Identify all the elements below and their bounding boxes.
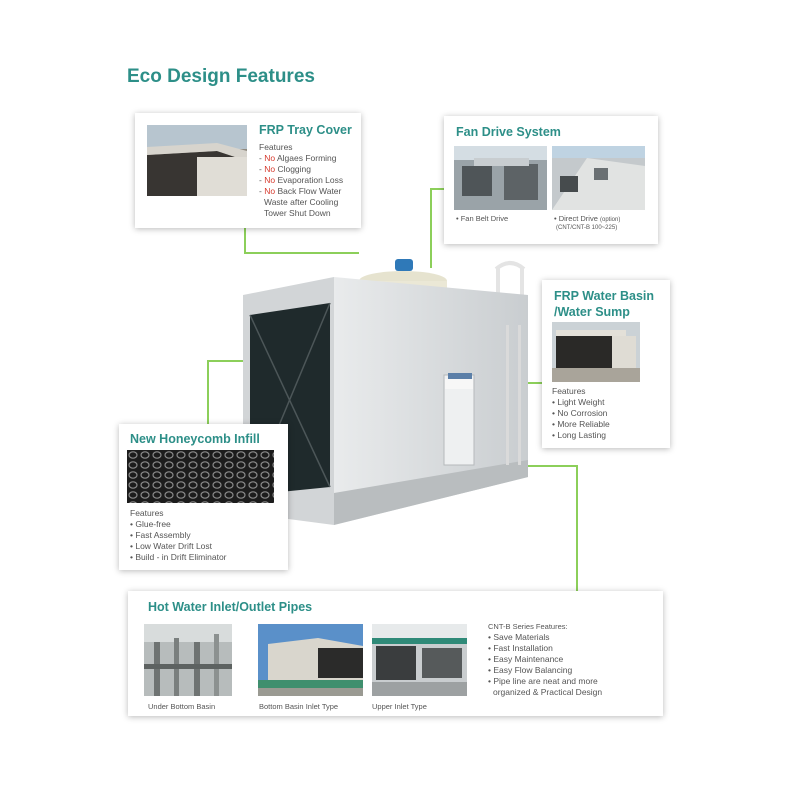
leader-line (576, 465, 578, 591)
list-item: • Easy Maintenance (488, 654, 564, 664)
leader-line (510, 465, 578, 467)
honeycomb-infill-photo (127, 450, 274, 503)
page-title: Eco Design Features (127, 66, 315, 87)
features-label: Features (552, 386, 586, 396)
frp-tray-cover-card: FRP Tray Cover Features - No Algaes Form… (135, 113, 361, 228)
list-item: • No Corrosion (552, 408, 608, 418)
direct-drive-caption: • Direct Drive (option) (554, 214, 621, 223)
honeycomb-infill-card: New Honeycomb Infill Features • Glue-fre… (119, 424, 288, 570)
list-item: • More Reliable (552, 419, 610, 429)
fan-belt-drive-photo (454, 146, 547, 210)
honeycomb-title: New Honeycomb Infill (130, 432, 260, 446)
list-item: • Fast Assembly (130, 530, 191, 540)
bottom-basin-inlet-caption: Bottom Basin Inlet Type (259, 702, 339, 711)
list-item: • Low Water Drift Lost (130, 541, 213, 551)
cnt-b-features-list: CNT-B Series Features: • Save Materials … (488, 621, 602, 698)
leader-line (244, 228, 246, 254)
fan-drive-title: Fan Drive System (456, 125, 561, 139)
list-item: • Light Weight (552, 397, 605, 407)
pipes-title: Hot Water Inlet/Outlet Pipes (148, 600, 313, 614)
list-item-continuation: Waste after Cooling (264, 197, 339, 207)
leader-line (430, 188, 432, 268)
fan-drive-system-card: Fan Drive System • Fan Belt Drive • Dire… (444, 116, 658, 244)
frp-tray-features-list: Features - No Algaes Forming - No Cloggi… (259, 142, 343, 219)
upper-inlet-photo (372, 624, 467, 696)
list-item: • Easy Flow Balancing (488, 665, 573, 675)
list-item-continuation: organized & Practical Design (493, 687, 603, 697)
list-item: - No Evaporation Loss (259, 175, 344, 185)
frp-water-basin-title: FRP Water Basin /Water Sump (554, 289, 655, 319)
bottom-basin-inlet-photo (258, 624, 363, 696)
frp-water-basin-card: FRP Water Basin /Water Sump Features • L… (542, 280, 670, 448)
direct-drive-models: (CNT/CNT-B 100~225) (556, 225, 618, 231)
list-item: • Build - in Drift Eliminator (130, 552, 227, 562)
list-item: - No Back Flow Water (259, 186, 342, 196)
features-label: Features (259, 142, 293, 152)
frp-water-basin-photo (552, 322, 640, 382)
list-item: • Pipe line are neat and more (488, 676, 598, 686)
under-bottom-basin-photo (144, 624, 232, 696)
leader-line (207, 360, 209, 428)
list-item: - No Clogging (259, 164, 311, 174)
features-label: Features (130, 508, 164, 518)
leader-line (244, 252, 359, 254)
series-label: CNT-B Series Features: (488, 622, 568, 631)
list-item: • Save Materials (488, 632, 550, 642)
list-item: - No Algaes Forming (259, 153, 337, 163)
list-item: • Long Lasting (552, 430, 607, 440)
list-item-continuation: Tower Shut Down (264, 208, 331, 218)
hot-water-pipes-card: Hot Water Inlet/Outlet Pipes (128, 591, 663, 716)
honeycomb-features-list: Features • Glue-free • Fast Assembly • L… (130, 508, 227, 563)
direct-drive-photo (552, 146, 645, 210)
list-item: • Glue-free (130, 519, 171, 529)
leader-line (207, 360, 249, 362)
frp-tray-cover-photo (147, 125, 247, 196)
upper-inlet-caption: Upper Inlet Type (372, 702, 427, 711)
leader-line (430, 188, 444, 190)
fan-belt-drive-caption: • Fan Belt Drive (456, 214, 509, 223)
under-bottom-basin-caption: Under Bottom Basin (148, 702, 216, 711)
list-item: • Fast Installation (488, 643, 553, 653)
frp-tray-cover-title: FRP Tray Cover (259, 123, 352, 137)
frp-basin-features-list: Features • Light Weight • No Corrosion •… (552, 386, 610, 441)
